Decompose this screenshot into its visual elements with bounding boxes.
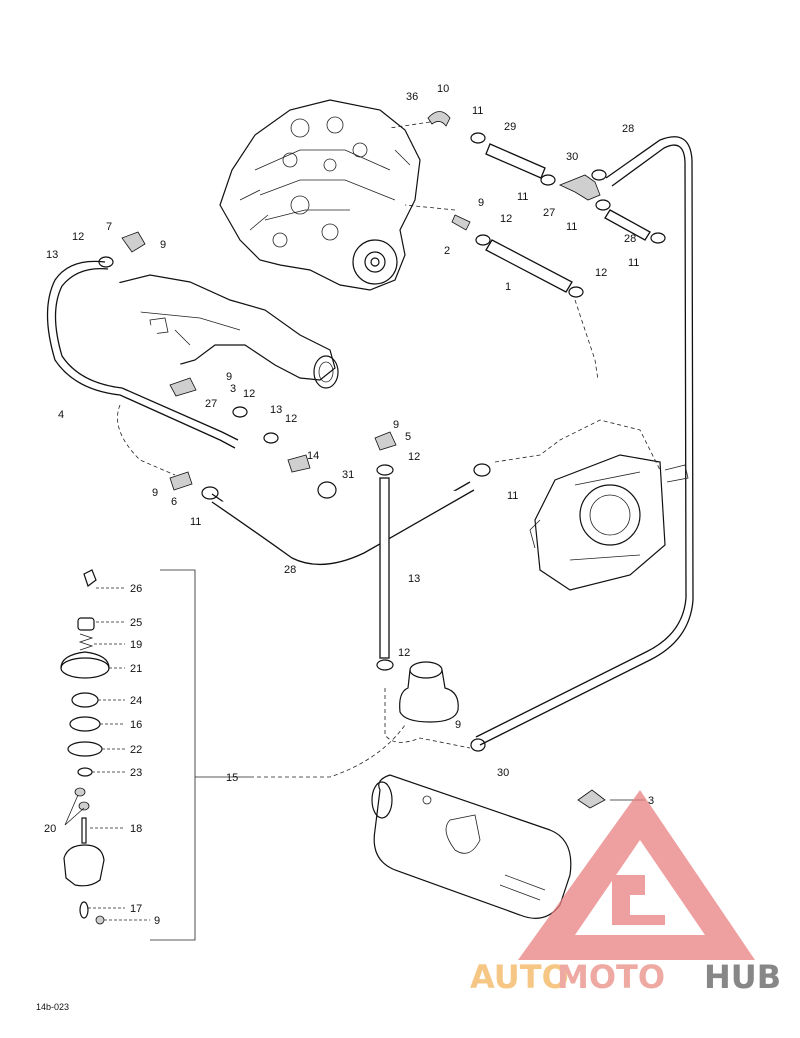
callout-label: 27	[205, 398, 217, 410]
callout-label: 16	[130, 719, 142, 731]
callout-label: 3	[230, 383, 236, 395]
callout-label: 9	[226, 371, 232, 383]
callout-label: 22	[130, 744, 142, 756]
exploded-parts	[60, 569, 110, 925]
callout-label: 11	[190, 516, 201, 528]
callout-label: 20	[44, 823, 56, 835]
callout-label: 11	[472, 105, 483, 117]
logo-text-hub: HUB	[704, 958, 781, 996]
callout-label: 10	[437, 83, 449, 95]
callout-label: 6	[171, 496, 177, 508]
fittings	[98, 111, 666, 809]
watermark-logo: AUTO MOTO HUB	[470, 790, 781, 996]
callout-label: 29	[504, 121, 516, 133]
callout-label: 28	[284, 564, 296, 576]
callout-label: 13	[408, 573, 420, 585]
logo-inner-mark-icon	[612, 875, 665, 925]
callout-label: 9	[154, 915, 160, 927]
callout-label: 3	[648, 795, 654, 807]
callout-label: 30	[497, 767, 509, 779]
drawing-code: 14b-023	[36, 1002, 69, 1012]
callout-label: 1	[505, 281, 511, 293]
callout-labels: 10 36 11 29 28 30 11 27 11 28 11 9 12 2 …	[44, 83, 654, 927]
callout-label: 12	[408, 451, 420, 463]
callout-label: 12	[72, 231, 84, 243]
callout-label: 4	[58, 409, 64, 421]
callout-label: 13	[46, 249, 58, 261]
engine-block	[219, 99, 421, 291]
muffler	[371, 774, 572, 919]
flow-lines	[117, 121, 661, 778]
leader-lines	[64, 569, 645, 941]
hose-1	[485, 239, 573, 293]
callout-label: 17	[130, 903, 142, 915]
callout-label: 11	[517, 191, 528, 203]
callout-label: 9	[455, 719, 461, 731]
callout-label: 9	[152, 487, 158, 499]
callout-label: 15	[226, 772, 238, 784]
hose-28-short	[604, 209, 651, 241]
callout-label: 30	[566, 151, 578, 163]
callout-label: 31	[342, 469, 354, 481]
callout-label: 19	[130, 639, 142, 651]
callout-label: 9	[478, 197, 484, 209]
callout-label: 13	[270, 404, 282, 416]
hose-29	[485, 143, 546, 179]
callout-label: 11	[566, 221, 577, 233]
callout-label: 25	[130, 617, 142, 629]
callout-label: 12	[285, 413, 297, 425]
callout-label: 14	[307, 450, 319, 462]
callout-label: 5	[405, 431, 411, 443]
callout-label: 12	[595, 267, 607, 279]
callout-label: 36	[406, 91, 418, 103]
callout-label: 2	[444, 245, 450, 257]
callout-label: 9	[393, 419, 399, 431]
callout-label: 21	[130, 663, 142, 675]
callout-label: 28	[624, 233, 636, 245]
logo-text-auto: AUTO	[470, 958, 569, 996]
coolant-reservoir	[399, 661, 459, 723]
callout-label: 24	[130, 695, 142, 707]
logo-triangle-icon	[518, 790, 755, 960]
hose-13-vertical	[379, 477, 390, 659]
callout-label: 9	[160, 239, 166, 251]
hose-28-lower	[211, 481, 475, 566]
callout-label: 11	[628, 257, 639, 269]
callout-label: 12	[500, 213, 512, 225]
callout-label: 27	[543, 207, 555, 219]
hose-28-right	[475, 136, 694, 746]
callout-label: 11	[507, 490, 518, 502]
callout-label: 18	[130, 823, 142, 835]
callout-label: 12	[398, 647, 410, 659]
logo-text-moto: MOTO	[557, 958, 665, 996]
pump-housing	[529, 454, 689, 591]
callout-label: 23	[130, 767, 142, 779]
callout-label: 28	[622, 123, 634, 135]
callout-label: 7	[106, 221, 112, 233]
callout-label: 12	[243, 388, 255, 400]
hose-13-left	[46, 260, 239, 449]
callout-label: 26	[130, 583, 142, 595]
